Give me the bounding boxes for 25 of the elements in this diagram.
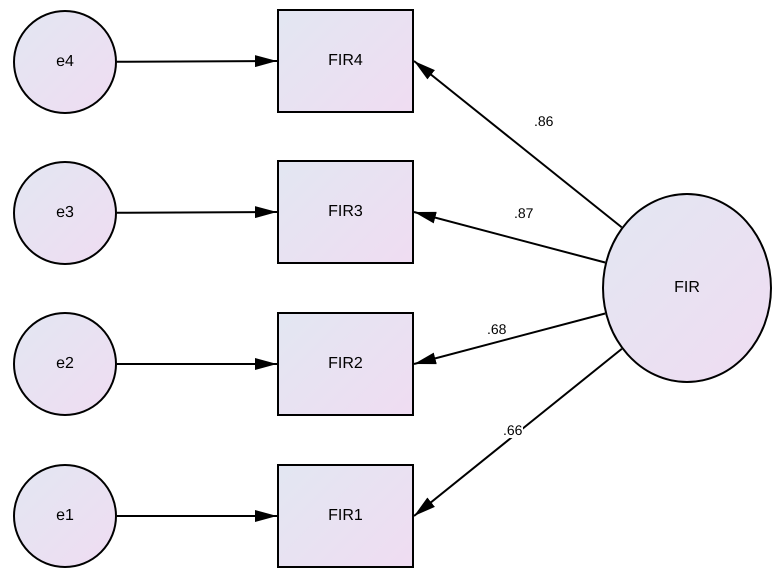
observed-variable-box xyxy=(277,160,414,264)
arrow xyxy=(117,206,277,218)
arrow xyxy=(414,312,606,365)
edge-label: .86 xyxy=(533,113,554,129)
arrow xyxy=(117,358,277,370)
variable-label: e2 xyxy=(56,355,74,373)
variable-label: e1 xyxy=(56,507,74,525)
arrow xyxy=(413,60,622,228)
arrow xyxy=(413,348,622,517)
arrow xyxy=(414,211,606,264)
arrow xyxy=(117,55,277,68)
edge-label: .87 xyxy=(513,205,534,221)
edge-label: .68 xyxy=(486,321,508,337)
arrow xyxy=(117,510,277,522)
variable-label: FIR1 xyxy=(328,507,363,525)
observed-variable-box xyxy=(277,9,414,113)
variable-label: FIR4 xyxy=(328,52,363,70)
variable-label: FIR xyxy=(674,279,700,297)
variable-label: e3 xyxy=(56,204,74,222)
observed-variable-box xyxy=(277,464,414,568)
edge-label: .66 xyxy=(502,422,524,438)
variable-label: FIR3 xyxy=(328,203,363,221)
variable-label: FIR2 xyxy=(328,355,363,373)
observed-variable-box xyxy=(277,312,414,416)
variable-label: e4 xyxy=(56,53,74,71)
